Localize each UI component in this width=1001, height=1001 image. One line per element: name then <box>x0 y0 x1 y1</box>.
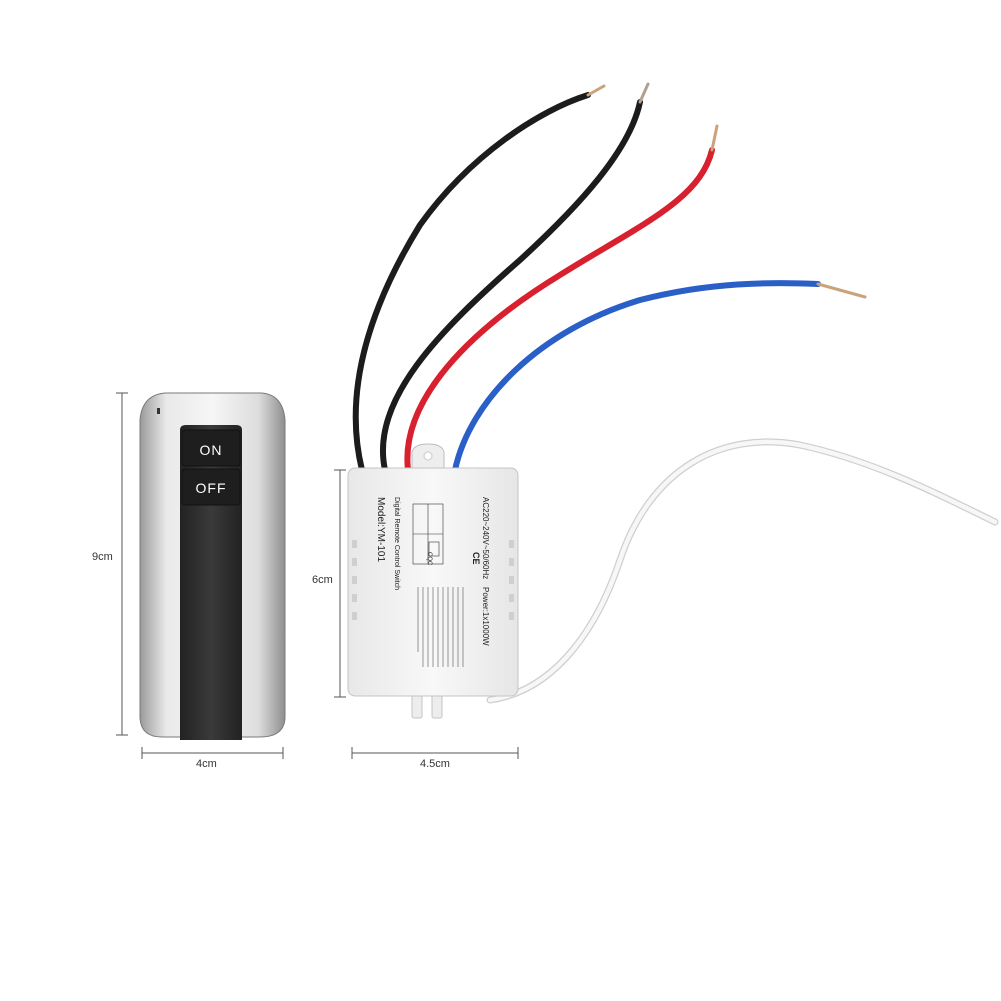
red-wire <box>404 147 715 473</box>
product-name-label: Digital Remote Control Switch <box>393 497 400 590</box>
indicator-led <box>157 408 160 414</box>
off-button-label: OFF <box>196 480 227 496</box>
blue-wire <box>452 280 821 473</box>
black-wire-1 <box>352 92 591 473</box>
voltage-label: AC220~240V~50/60Hz <box>481 497 490 579</box>
black-wire-2 <box>380 99 643 473</box>
model-label: Model:YM-101 <box>375 497 386 562</box>
ce-mark: CE <box>471 552 481 565</box>
off-button[interactable]: OFF <box>181 468 241 506</box>
on-button-label: ON <box>200 442 223 458</box>
remote-width-label: 4cm <box>196 758 217 770</box>
instruction-text <box>417 587 464 667</box>
black-wire-2-tip <box>638 82 650 104</box>
power-label: Power:1x1000W <box>481 587 490 646</box>
receiver-width-dimension <box>351 747 519 759</box>
on-button[interactable]: ON <box>181 429 241 467</box>
remote-width-dimension <box>141 747 284 759</box>
wires <box>352 82 999 704</box>
remote-height-label: 9cm <box>92 551 113 563</box>
wiring-diagram <box>412 503 444 565</box>
receiver-height-label: 6cm <box>312 574 333 586</box>
black-wire-1-tip <box>586 84 606 97</box>
vent-slots <box>352 540 514 620</box>
receiver-box: Model:YM-101 Digital Remote Control Swit… <box>347 443 519 719</box>
remote-height-dimension <box>116 392 128 736</box>
remote-control: ON OFF <box>139 392 286 740</box>
receiver-width-label: 4.5cm <box>420 758 450 770</box>
blue-wire-tip <box>816 282 867 299</box>
receiver-height-dimension <box>334 469 346 698</box>
cqc-mark: CQC <box>426 552 432 566</box>
red-wire-tip <box>710 124 719 152</box>
